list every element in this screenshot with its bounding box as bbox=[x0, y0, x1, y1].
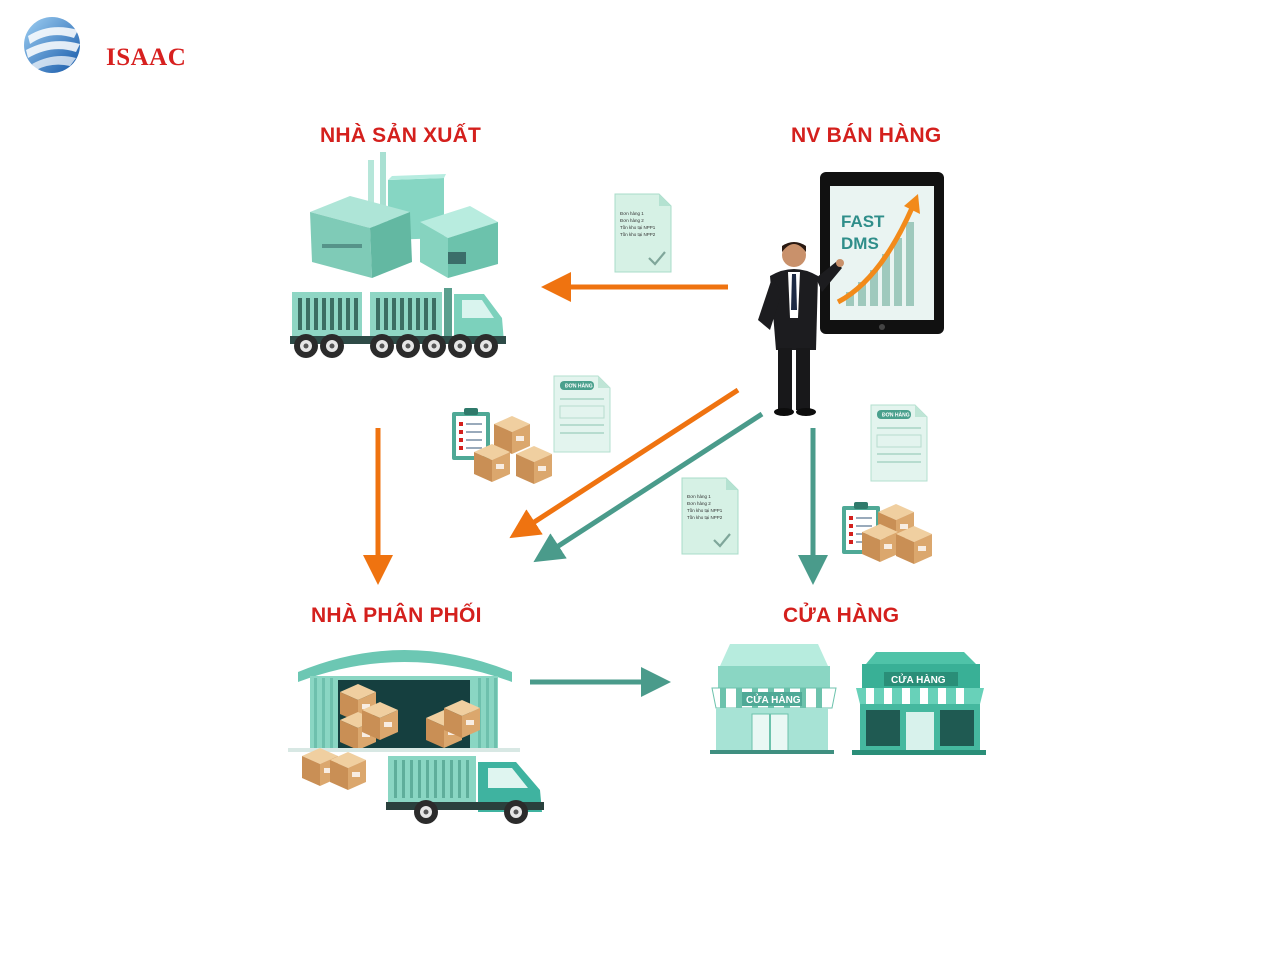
store-illustration-right: CỬA HÀNG bbox=[852, 652, 986, 755]
salesman-illustration bbox=[758, 242, 844, 416]
order-document-left: ĐƠN HÀNG bbox=[553, 375, 611, 453]
order-document-right: ĐƠN HÀNG bbox=[870, 404, 928, 482]
logo-text: ISAAC bbox=[106, 44, 187, 71]
store-title: CỬA HÀNG bbox=[783, 604, 900, 627]
sales-rep-title: NV BÁN HÀNG bbox=[791, 124, 942, 147]
clipboard-boxes-right bbox=[842, 502, 932, 564]
svg-text:Đơn hàng 1: Đơn hàng 1 bbox=[620, 211, 644, 216]
svg-text:Tồn kho tại NPP2: Tồn kho tại NPP2 bbox=[620, 232, 656, 237]
svg-text:ĐƠN HÀNG: ĐƠN HÀNG bbox=[882, 412, 910, 419]
tablet-text-dms: DMS bbox=[841, 234, 879, 253]
svg-text:Đơn hàng 2: Đơn hàng 2 bbox=[620, 218, 644, 223]
svg-text:Đơn hàng 2: Đơn hàng 2 bbox=[687, 501, 711, 506]
svg-text:Tồn kho tại NPP2: Tồn kho tại NPP2 bbox=[687, 515, 723, 520]
clipboard-boxes-left bbox=[452, 408, 552, 484]
svg-text:Tồn kho tại NPP1: Tồn kho tại NPP1 bbox=[620, 225, 656, 230]
tablet-text-fast: FAST bbox=[841, 212, 885, 231]
report-document-middle: Đơn hàng 1 Đơn hàng 2 Tồn kho tại NPP1 T… bbox=[681, 477, 739, 555]
store-sign-right: CỬA HÀNG bbox=[891, 673, 946, 686]
store-sign-left: CỬA HÀNG bbox=[746, 693, 801, 706]
arrow-rep-to-distributor-orange bbox=[509, 387, 740, 539]
svg-text:ĐƠN HÀNG: ĐƠN HÀNG bbox=[565, 383, 593, 390]
distributor-title: NHÀ PHÂN PHỐI bbox=[311, 604, 482, 627]
report-document-top: Đơn hàng 1 Đơn hàng 2 Tồn kho tại NPP1 T… bbox=[614, 193, 672, 273]
tablet-illustration: FAST DMS bbox=[820, 172, 944, 334]
store-illustration-left: CỬA HÀNG bbox=[710, 644, 837, 754]
logo-sphere-icon bbox=[24, 17, 80, 73]
arrow-rep-to-distributor-teal bbox=[533, 411, 764, 563]
factory-illustration bbox=[310, 152, 498, 278]
svg-text:Tồn kho tại NPP1: Tồn kho tại NPP1 bbox=[687, 508, 723, 513]
warehouse-illustration bbox=[288, 650, 520, 790]
svg-text:Đơn hàng 1: Đơn hàng 1 bbox=[687, 494, 711, 499]
delivery-truck-illustration bbox=[386, 756, 544, 824]
container-truck-illustration bbox=[290, 288, 506, 358]
isaac-logo: ISAAC bbox=[20, 14, 186, 76]
manufacturer-title: NHÀ SẢN XUẤT bbox=[320, 124, 482, 147]
